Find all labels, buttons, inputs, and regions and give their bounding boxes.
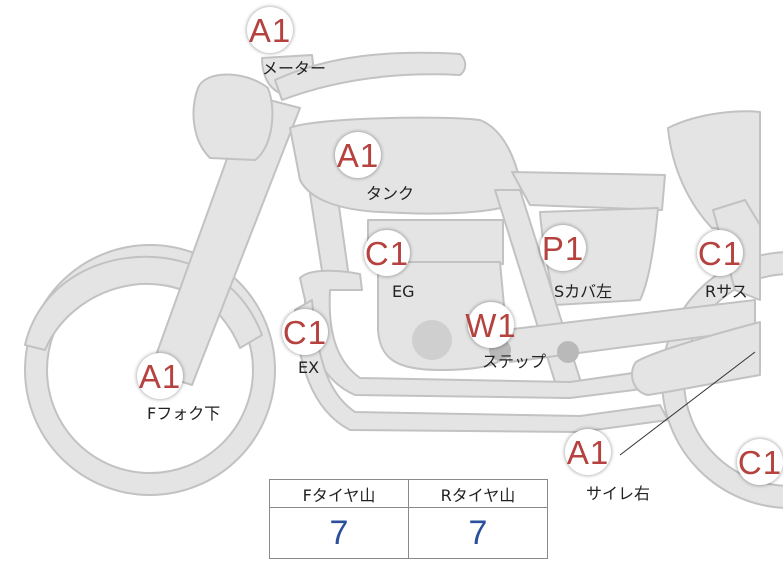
grade-badge-meter: A1 [247, 7, 293, 53]
motorcycle-condition-diagram: A1 A1 C1 P1 C1 C1 W1 A1 A1 C1 メーター タンク E… [24, 7, 783, 559]
grade-badge-front-fork: A1 [137, 353, 183, 399]
rear-tread-value: 7 [408, 507, 548, 559]
label-exhaust: EX [298, 358, 320, 377]
rear-tread-header: Rタイヤ山 [408, 479, 548, 508]
grade-badge-muffler: A1 [565, 429, 611, 475]
seat-shape [511, 171, 666, 211]
front-tread-header: Fタイヤ山 [269, 479, 409, 508]
grade-badge-step: W1 [465, 302, 516, 348]
label-engine: EG [392, 282, 415, 301]
muffler-shape [631, 321, 761, 396]
grade-badge-tank: A1 [335, 132, 381, 178]
label-step: ステップ [482, 352, 547, 371]
label-tank: タンク [366, 184, 415, 203]
grade-badge-exhaust: C1 [282, 309, 328, 355]
label-muffler: サイレ右 [586, 484, 651, 503]
handlebar-shape [274, 51, 467, 101]
leader-line [619, 351, 756, 456]
exhaust-pipe-lower-shape [294, 299, 669, 433]
label-side-cover: Sカバ左 [554, 282, 613, 301]
grade-badge-rear-sus: C1 [697, 230, 743, 276]
grade-badge-rear-edge: C1 [737, 439, 783, 485]
label-front-fork: Fフォク下 [147, 404, 221, 423]
grade-badge-engine: C1 [364, 230, 410, 276]
front-fork-shape [149, 94, 301, 386]
grade-badge-side-cover: P1 [540, 225, 586, 271]
front-tread-value: 7 [269, 507, 409, 559]
label-meter: メーター [262, 59, 327, 78]
label-rear-sus: Rサス [705, 282, 748, 301]
motorcycle-illustration [24, 51, 783, 509]
tire-tread-table: Fタイヤ山 Rタイヤ山 7 7 [269, 479, 548, 559]
engine-cover-circle [412, 320, 452, 360]
step-peg-right [557, 341, 579, 363]
headlight-shape [192, 73, 274, 161]
